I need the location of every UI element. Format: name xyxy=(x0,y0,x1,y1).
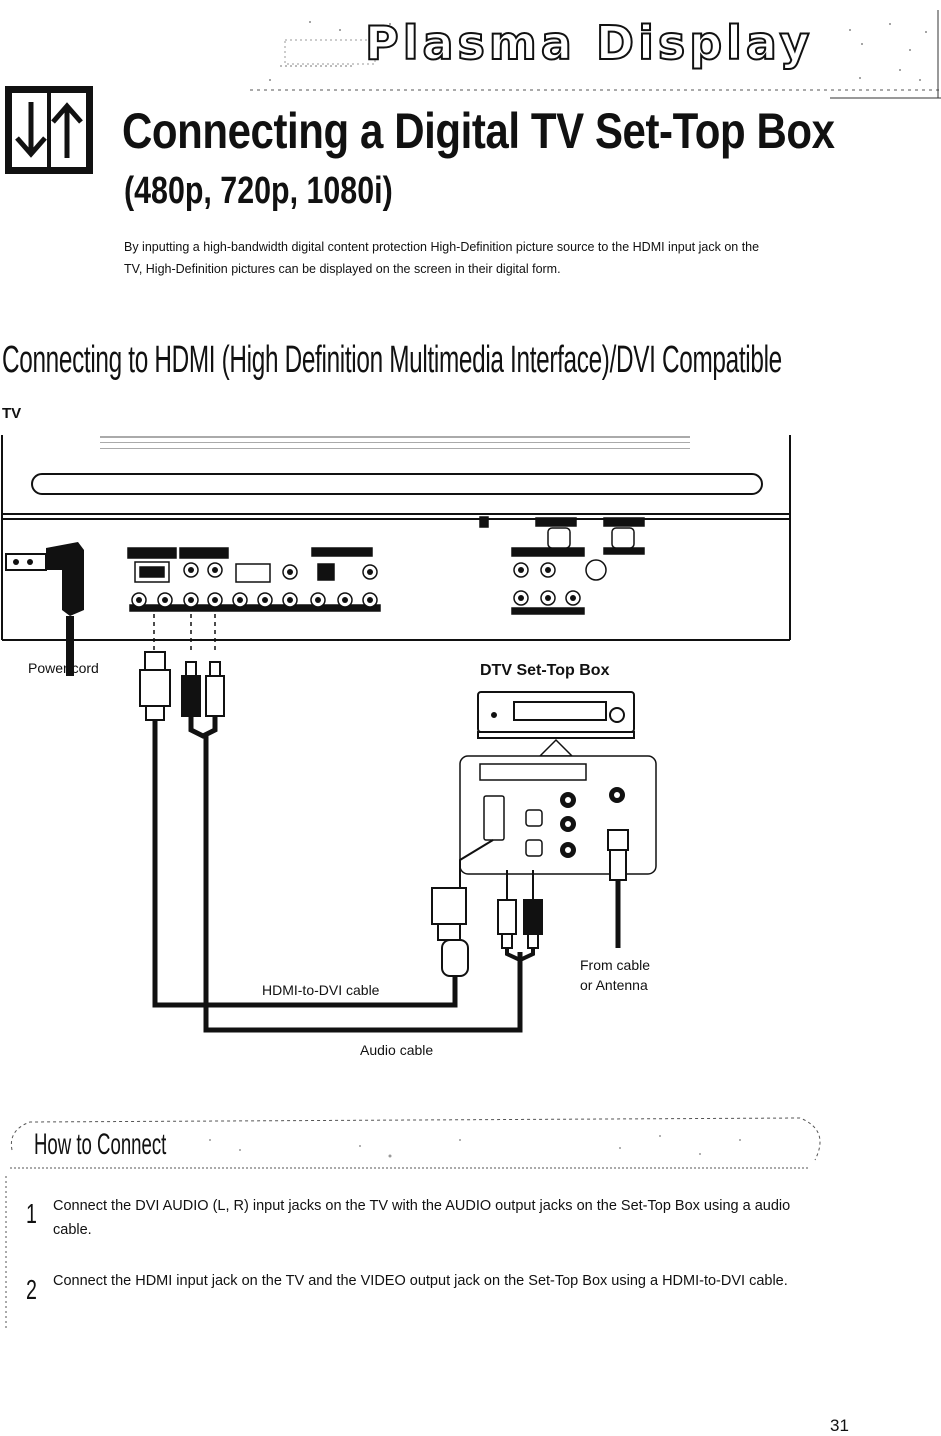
page-number: 31 xyxy=(830,1416,849,1435)
banner-decoration xyxy=(250,10,941,99)
howto-frame xyxy=(5,1117,821,1330)
page-subtitle: (480p, 720p, 1080i) xyxy=(124,170,393,212)
step-number: 1 xyxy=(26,1198,37,1229)
step-text: Connect the DVI AUDIO (L, R) input jacks… xyxy=(53,1198,791,1238)
step-text: Connect the HDMI input jack on the TV an… xyxy=(53,1273,788,1289)
howto-title: How to Connect xyxy=(34,1128,167,1161)
from-cable-line2: or Antenna xyxy=(580,977,648,993)
power-plug-icon xyxy=(5,542,84,676)
from-cable-label: From cable or Antenna xyxy=(580,955,650,995)
audio-plug-icon xyxy=(181,661,225,717)
section-title: Connecting to HDMI (High Definition Mult… xyxy=(2,339,782,381)
hdmi-plug-icon xyxy=(139,651,171,721)
tv-jacks xyxy=(131,527,635,608)
audio-plug-box-icon xyxy=(497,870,543,949)
tv-rear-panel xyxy=(1,435,791,641)
power-cord-label: Power cord xyxy=(28,660,99,676)
page-title: Connecting a Digital TV Set-Top Box xyxy=(122,103,835,159)
tv-input-ports xyxy=(127,516,645,615)
from-cable-line1: From cable xyxy=(580,957,651,973)
connection-diagram xyxy=(1,435,791,1033)
intro-paragraph: By inputting a high-bandwidth digital co… xyxy=(124,240,760,276)
step-number: 2 xyxy=(26,1274,37,1305)
dvi-plug-icon xyxy=(431,887,469,977)
connection-arrows-icon xyxy=(5,86,93,174)
dtv-box-label: DTV Set-Top Box xyxy=(480,662,610,679)
dtv-set-top-box xyxy=(477,691,635,739)
hdmi-cable-label: HDMI-to-DVI cable xyxy=(262,982,380,998)
tv-label: TV xyxy=(2,405,22,422)
antenna-connector-icon xyxy=(607,829,629,881)
banner-title: Plasma Display xyxy=(364,16,814,70)
audio-cable-label: Audio cable xyxy=(360,1042,434,1058)
